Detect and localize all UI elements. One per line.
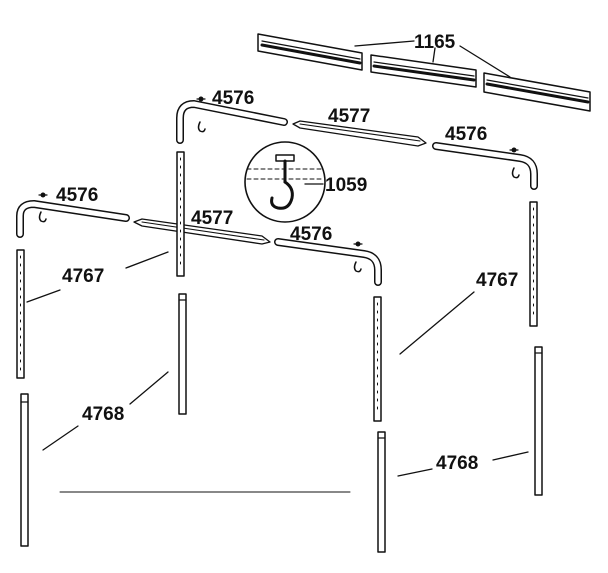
hook-detail: 1059: [244, 141, 367, 223]
top-rail-group: 1165: [257, 32, 591, 112]
rear-corner-right: 4576: [432, 124, 538, 190]
label-4577-front: 4577: [191, 208, 233, 229]
leader-4768-right-b: [492, 451, 529, 461]
upper-post-rear-right: [529, 201, 538, 327]
top-rail-middle: [370, 54, 477, 88]
upper-post-front-left: [16, 249, 25, 379]
top-rail-left: [257, 33, 363, 71]
label-4576-front-left: 4576: [56, 185, 98, 206]
leader-1165-c: [459, 45, 511, 78]
front-corner-right: 4576: [274, 224, 382, 286]
leader-4767-left-b: [125, 251, 169, 269]
leader-1165-a: [354, 40, 415, 47]
front-corner-left: 4576: [16, 185, 130, 238]
upper-post-front-right: [373, 296, 382, 422]
lower-post-front-right: [377, 431, 386, 553]
label-4576-front-right: 4576: [290, 224, 332, 245]
label-4768-right: 4768: [436, 453, 478, 474]
label-1059: 1059: [325, 175, 367, 196]
lower-post-front-left: [20, 393, 29, 547]
leader-4767-left-a: [26, 289, 61, 303]
label-4767-left: 4767: [62, 266, 104, 287]
front-ridge-pole: 4577: [133, 208, 271, 245]
label-4576-rear-right: 4576: [445, 124, 487, 145]
leader-4767-right: [399, 291, 475, 355]
leader-4768-left-b: [129, 371, 169, 405]
leader-1165-b: [432, 47, 436, 63]
label-4767-right: 4767: [476, 270, 518, 291]
lower-post-rear-right: [534, 346, 543, 496]
rear-corner-left: 4576: [176, 88, 288, 144]
leader-4768-right-a: [397, 468, 433, 477]
lower-post-rear-left: [178, 293, 187, 415]
rear-ridge-pole: 4577: [292, 106, 427, 147]
leader-4768-left-a: [42, 425, 79, 451]
label-4768-left: 4768: [82, 404, 124, 425]
upper-post-rear-left: [176, 151, 185, 277]
label-4577-rear: 4577: [328, 106, 370, 127]
top-rail-right: [483, 72, 591, 112]
label-4576-rear-left: 4576: [212, 88, 254, 109]
label-1165: 1165: [414, 32, 456, 53]
